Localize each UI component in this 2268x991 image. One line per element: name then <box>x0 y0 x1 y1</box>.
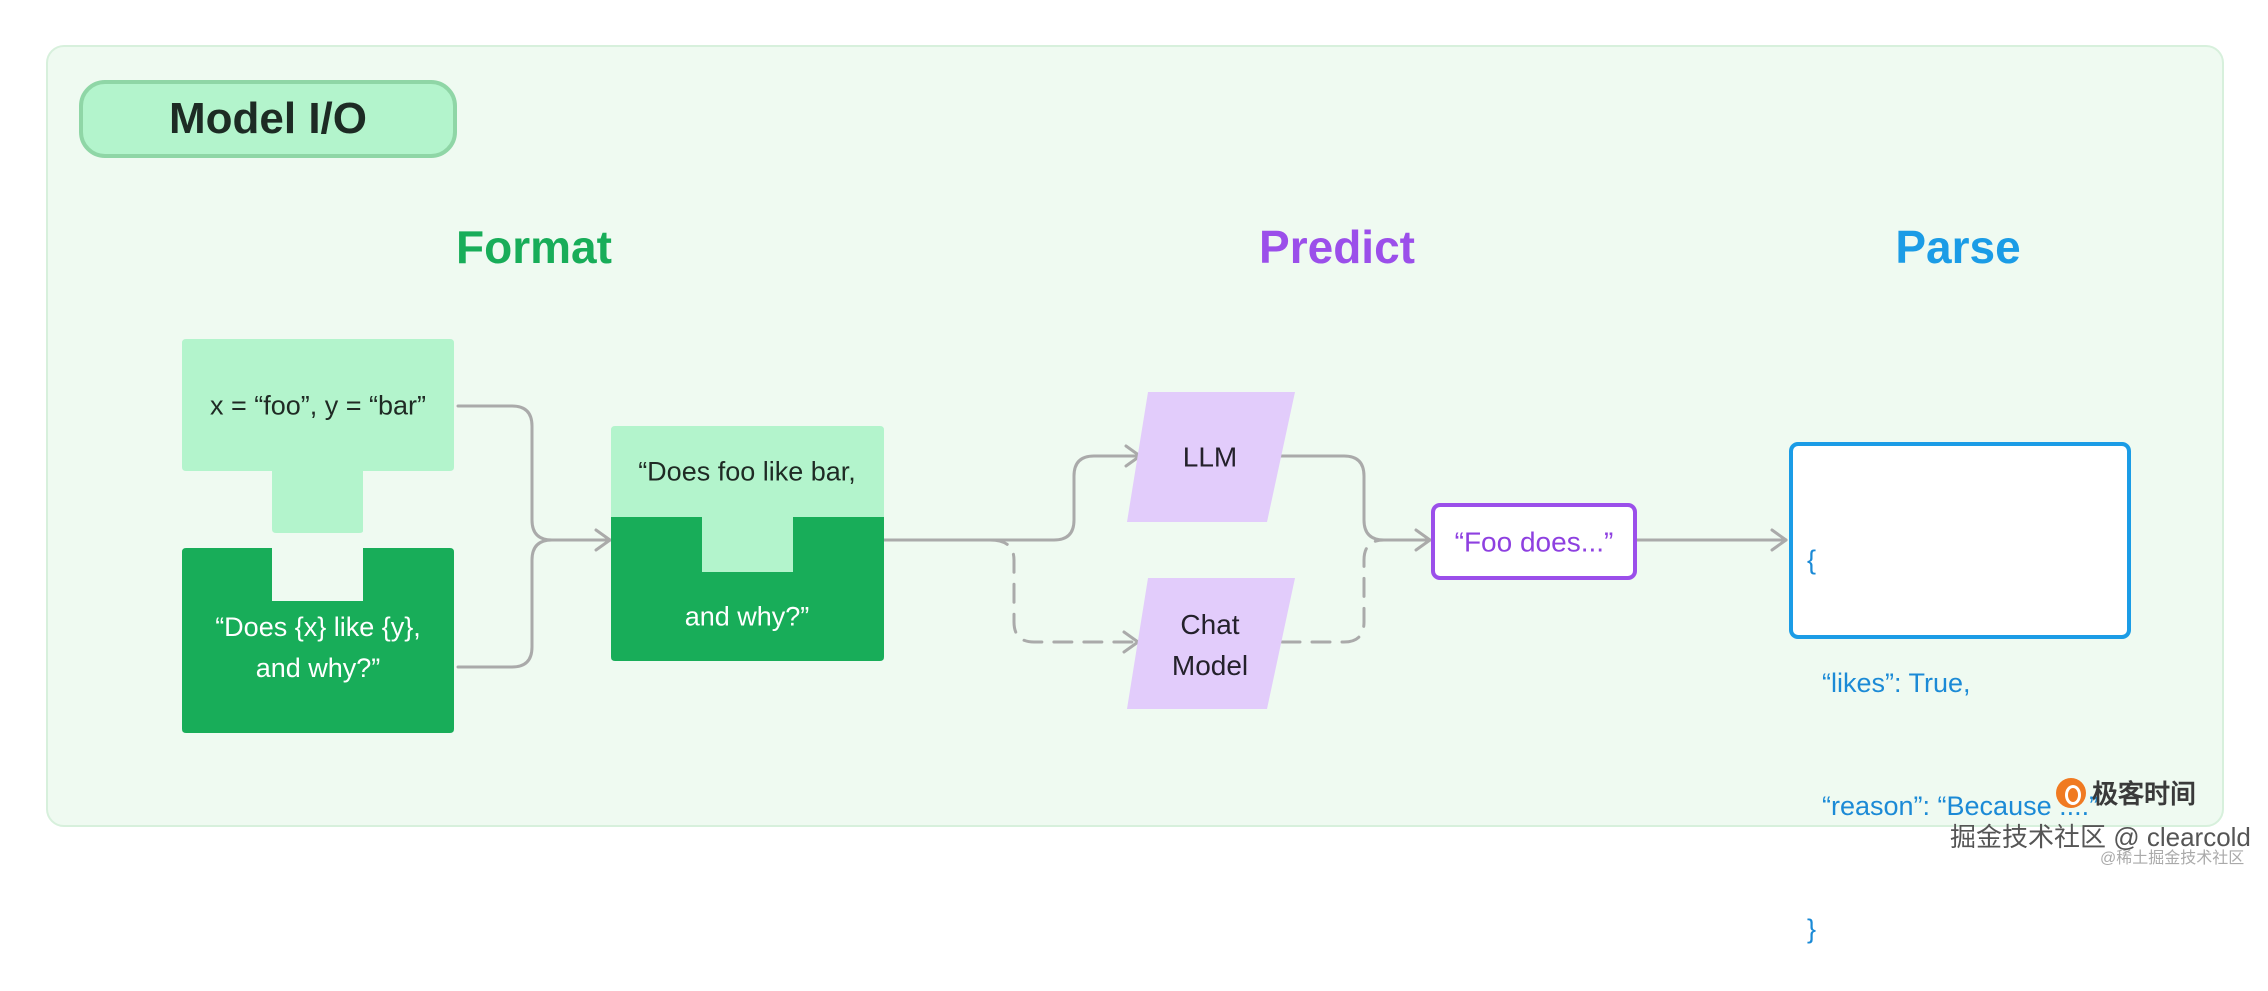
chat-model-line-2: Model <box>1171 650 1249 681</box>
parse-heading: Parse <box>1895 221 2021 273</box>
predict-heading: Predict <box>1259 221 1415 273</box>
diagram-shapes <box>182 339 2131 733</box>
template-line-1: “Does {x} like {y}, <box>215 612 421 642</box>
arrowhead-prompt <box>594 528 612 552</box>
connector-template-to-prompt <box>456 538 554 669</box>
json-line: } <box>1807 914 1817 944</box>
connector-chat-model-to-output <box>1280 538 1386 644</box>
template-line-2: and why?” <box>255 653 381 683</box>
parsed-json-text: { “likes”: True, “reason”: “Because ....… <box>1807 458 2098 991</box>
template-block <box>182 548 454 733</box>
llm-label: LLM <box>1182 441 1238 473</box>
json-line: { <box>1807 545 1817 575</box>
variables-block <box>182 339 454 533</box>
diagram-title: Model I/O <box>79 80 457 158</box>
prompt-text-line-2: and why?” <box>684 601 810 632</box>
brand-logo-text: 极客时间 <box>2092 779 2197 809</box>
connector-prompt-to-llm <box>882 454 1142 542</box>
chat-model-line-1: Chat <box>1180 609 1240 640</box>
variables-text: x = “foo”, y = “bar” <box>209 390 427 421</box>
chat-model-label: Chat Model <box>1172 604 1248 686</box>
connector-prompt-to-chat-model <box>988 538 1140 644</box>
prompt-block-bottom <box>611 517 884 661</box>
watermark-text: 掘金技术社区 @ clearcold <box>1950 822 2251 852</box>
output-box <box>1431 503 1637 580</box>
parsed-json-box <box>1789 442 2131 639</box>
json-line: “likes”: True, <box>1807 668 1971 698</box>
watermark-small-text: @稀土掘金技术社区 <box>2100 850 2245 867</box>
arrowhead-output <box>1414 528 1432 552</box>
brand-logo-icon <box>2056 777 2086 808</box>
connector-llm-to-output <box>1278 454 1432 542</box>
prompt-block-top <box>611 426 884 572</box>
template-text: “Does {x} like {y}, and why?” <box>215 607 421 689</box>
output-text: “Foo does...” <box>1454 526 1614 558</box>
brand-logo: 极客时间 <box>2056 774 2196 811</box>
json-line: “reason”: “Because ....” <box>1807 791 2099 821</box>
connector-variables-to-prompt <box>456 404 612 542</box>
format-heading: Format <box>456 221 612 273</box>
prompt-text-line-1: “Does foo like bar, <box>638 456 856 487</box>
chat-model-shape <box>1127 578 1295 709</box>
llm-shape <box>1127 392 1295 522</box>
arrowhead-parse <box>1770 528 1788 552</box>
